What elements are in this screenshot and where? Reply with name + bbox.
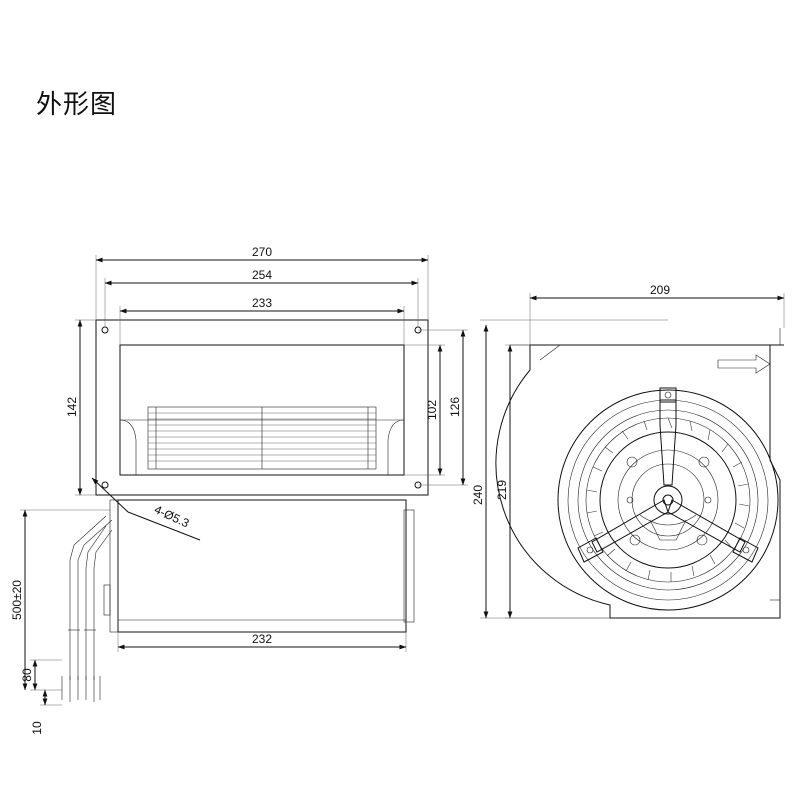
side-view: 209 240 219 (471, 283, 785, 619)
blade-ticks (586, 417, 750, 582)
outlet-frame (119, 344, 405, 476)
flange-plate (95, 319, 429, 496)
front-view: 270 254 233 142 102 126 4-Ø5.3 232 500±2… (10, 245, 468, 735)
dim-overall-width: 270 (252, 245, 272, 259)
dim-height-to-outlet: 219 (495, 480, 509, 500)
dim-terminal-length: 10 (30, 721, 44, 735)
dim-strip-length: 80 (20, 668, 34, 682)
dim-hole-pitch: 254 (252, 268, 272, 282)
cable-bundle (61, 499, 119, 702)
mounting-holes (101, 326, 422, 489)
page-title: 外形图 (36, 90, 118, 120)
scroll-housing (495, 344, 784, 619)
dim-side-width: 209 (650, 283, 670, 297)
dim-housing-depth: 232 (252, 632, 272, 646)
dim-flange-height: 142 (65, 397, 79, 417)
impeller-wheel (557, 389, 779, 611)
airflow-arrow (717, 354, 771, 374)
impeller-blades (147, 406, 377, 470)
dim-outlet-height: 102 (425, 400, 439, 420)
dim-overall-height: 240 (471, 485, 485, 505)
dim-cable-length: 500±20 (10, 580, 24, 620)
dim-mounting-holes: 4-Ø5.3 (152, 502, 191, 530)
motor-bracket (577, 387, 759, 563)
dim-hole-pitch-vertical: 126 (448, 397, 462, 417)
housing-body (117, 499, 407, 633)
screws (626, 456, 712, 546)
dim-outlet-width: 233 (252, 296, 272, 310)
